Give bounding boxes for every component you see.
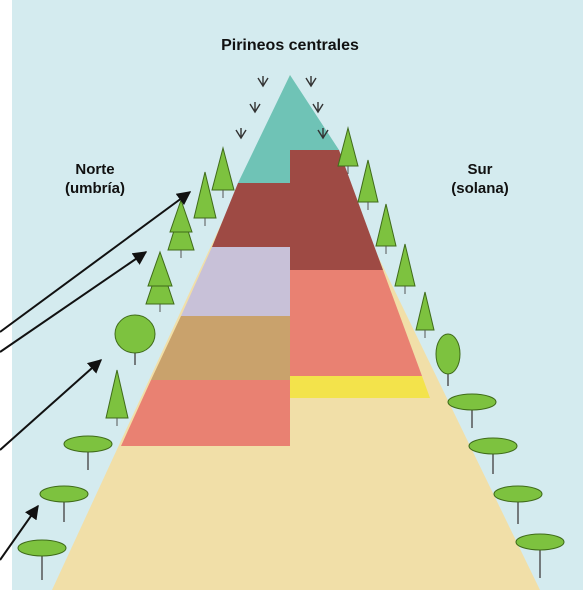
north-label-line2: (umbría)	[40, 179, 150, 198]
south-yellow-zone	[290, 376, 430, 398]
north-label-line1: Norte	[40, 160, 150, 179]
south-label-line2: (solana)	[425, 179, 535, 198]
page-margin	[0, 0, 12, 590]
north-label: Norte (umbría)	[40, 160, 150, 198]
south-label-line1: Sur	[425, 160, 535, 179]
diagram-title: Pirineos centrales	[150, 36, 430, 55]
south-label: Sur (solana)	[425, 160, 535, 198]
